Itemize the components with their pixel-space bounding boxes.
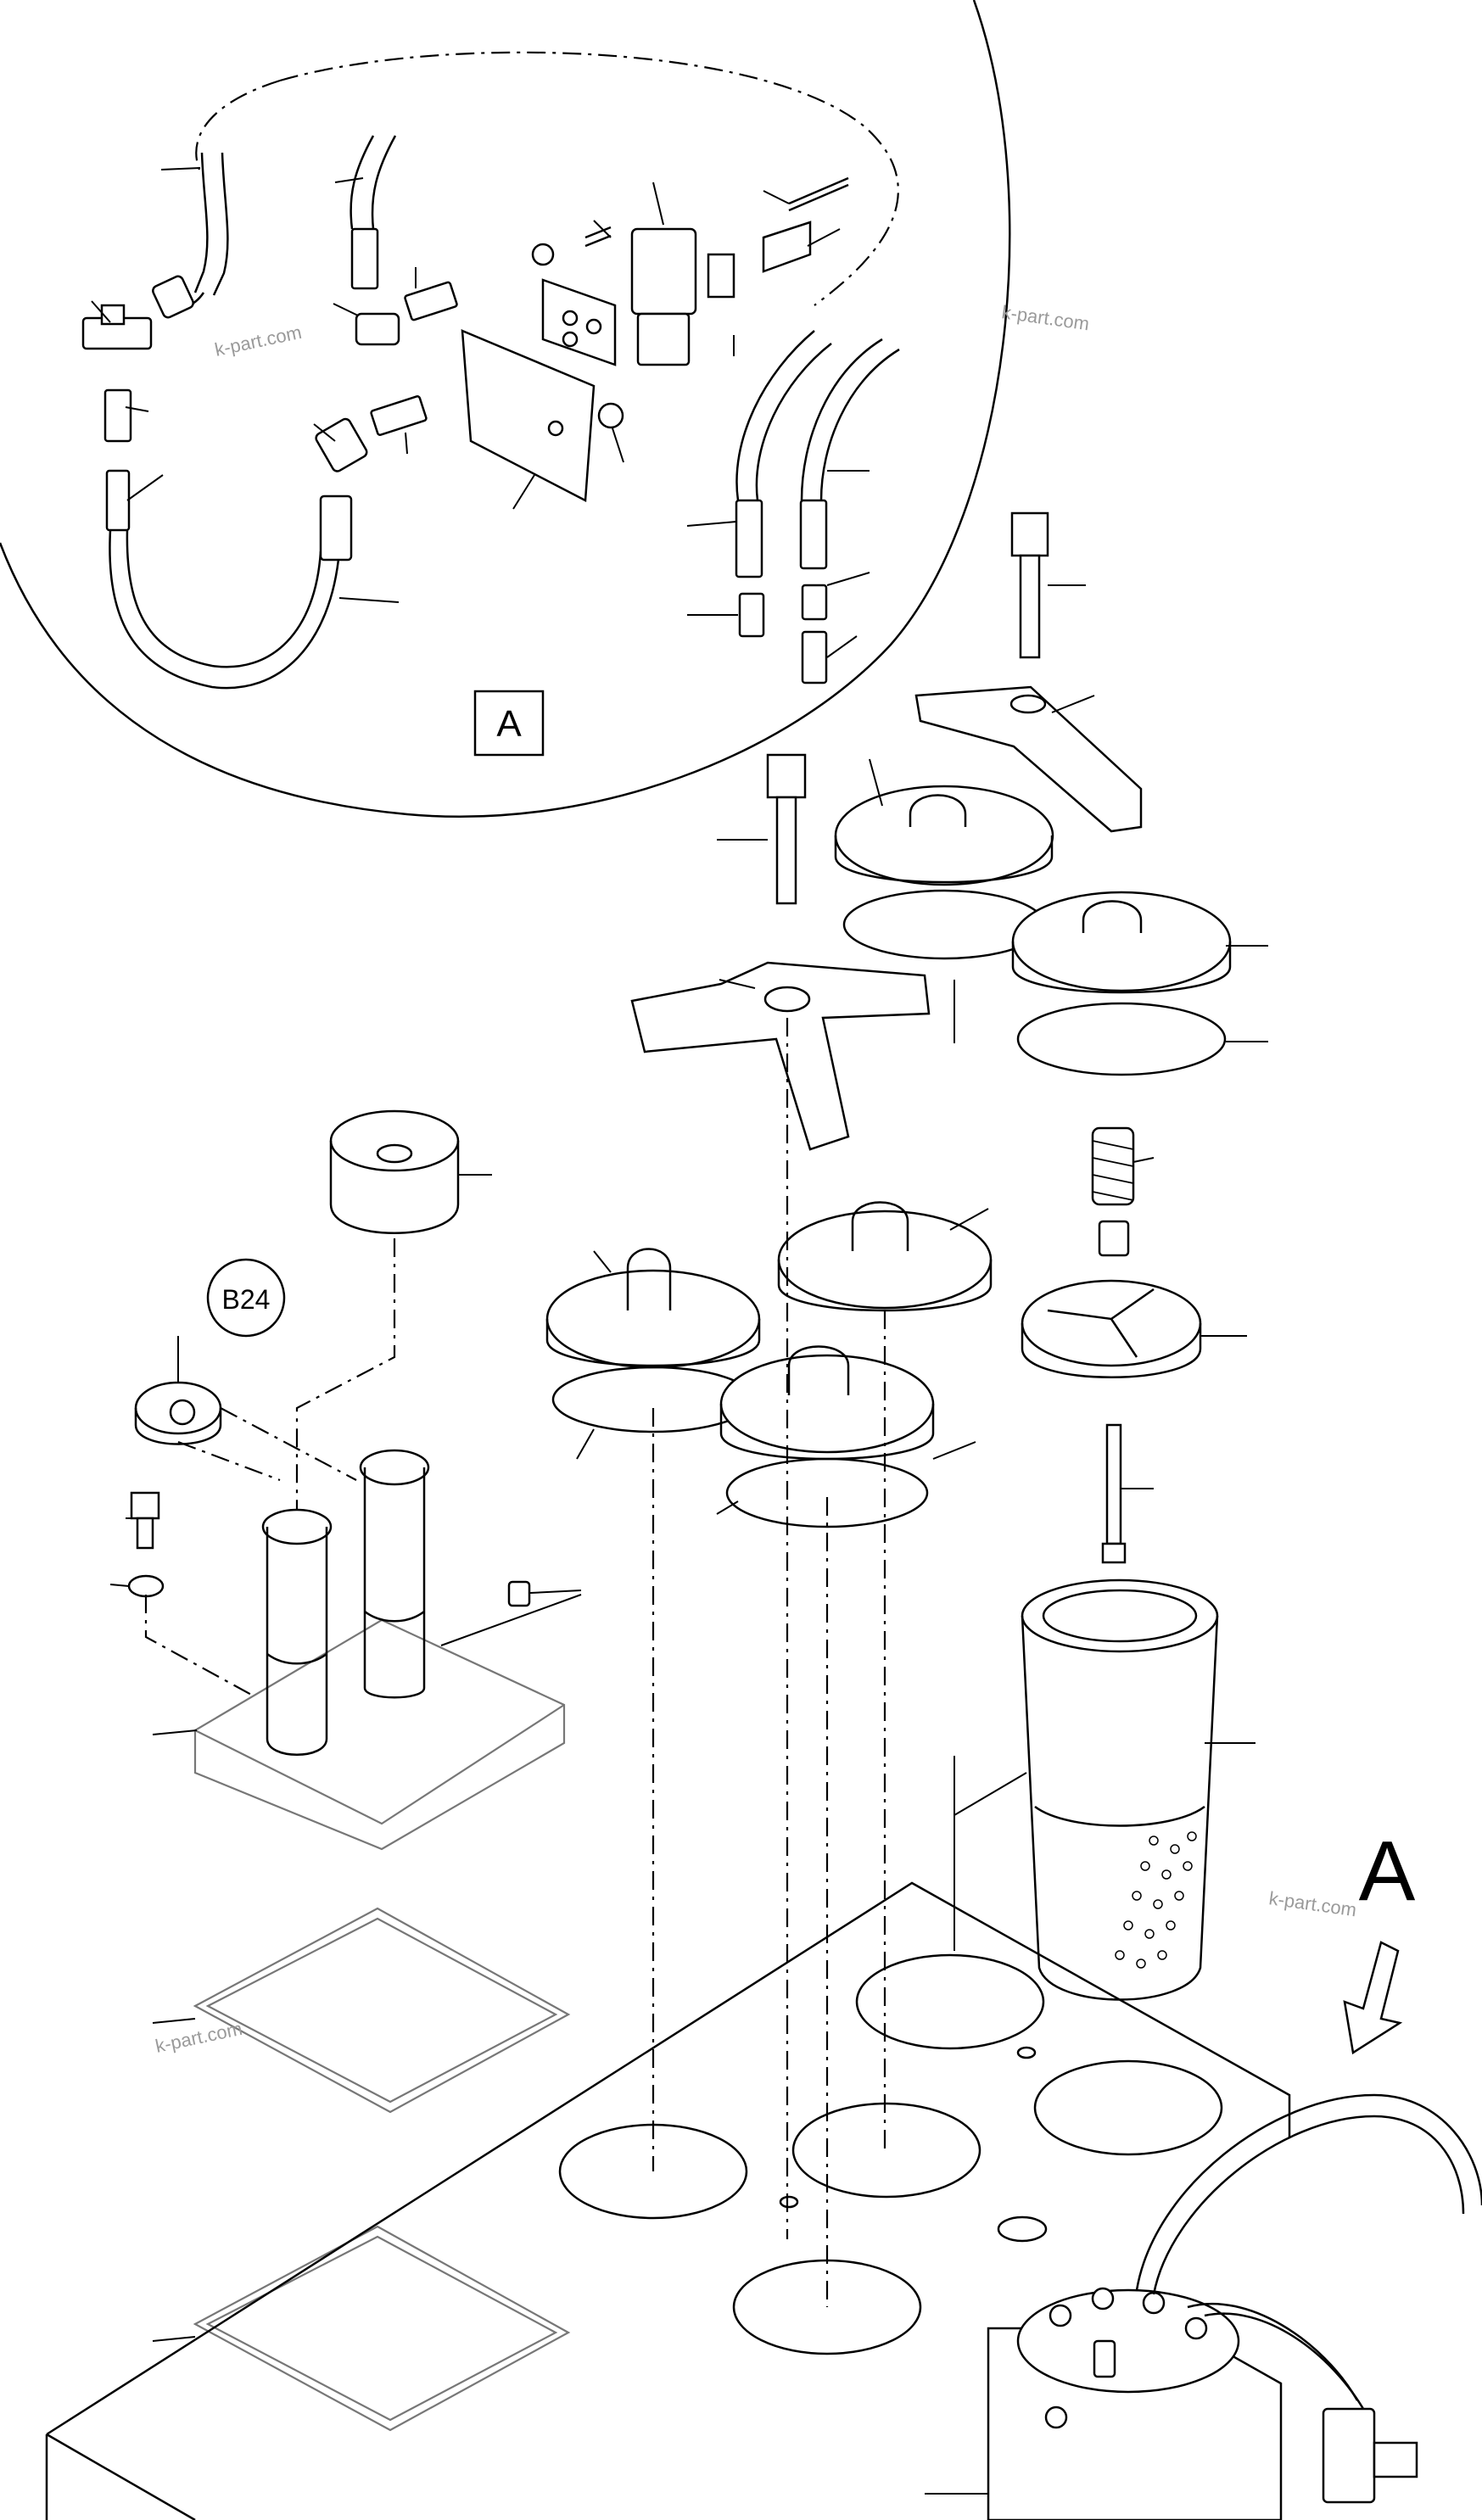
bolt-head-left xyxy=(766,753,807,799)
tank-port-4 xyxy=(791,2102,981,2199)
filter-cover-mid-left xyxy=(545,1248,761,1433)
upper-bolt-and-handle xyxy=(914,511,1143,833)
valve-block xyxy=(541,278,617,366)
mounting-plate xyxy=(461,329,596,502)
view-arrow xyxy=(1343,1941,1403,2055)
small-bolt-and-washer xyxy=(127,1491,165,1598)
cover-handle-center xyxy=(630,961,931,1151)
washer xyxy=(127,1574,165,1598)
gaskets xyxy=(193,1907,571,2432)
watermark: k-part.com xyxy=(1000,301,1090,334)
view-direction-arrow: A xyxy=(1343,1824,1416,2055)
view-arrow-label: A xyxy=(1359,1824,1416,1919)
cover-handle-upper xyxy=(914,685,1143,833)
lock-nut xyxy=(134,1381,222,1445)
cylinder-pair xyxy=(193,1449,566,1851)
detail-bubble-outline xyxy=(0,0,1011,818)
screw xyxy=(507,1580,531,1607)
alignment-lines xyxy=(144,1018,886,2307)
detail-a-label: A xyxy=(496,703,522,745)
elbow-fitting-lower xyxy=(315,417,368,472)
spider-retainer xyxy=(1021,1279,1202,1367)
filter-cover-mid-front xyxy=(719,1345,935,1528)
detail-a-label-box: A xyxy=(473,690,545,757)
detail-a-left-hose-assembly xyxy=(81,135,458,690)
pressure-switch xyxy=(630,227,697,316)
detail-a-bubble xyxy=(0,0,1011,818)
bolt-head-upper xyxy=(1010,511,1049,557)
hose-nut xyxy=(103,388,132,443)
filter-cover-top-center xyxy=(834,785,1054,960)
detail-a-valve-assembly xyxy=(461,176,849,502)
nut xyxy=(531,243,555,266)
connector-plug xyxy=(762,221,812,273)
left-bolt-and-handle xyxy=(630,753,931,1151)
spring-and-retainer xyxy=(1021,1126,1202,1564)
detail-bubble-dashed-boundary xyxy=(279,51,899,306)
tank-port-2 xyxy=(855,1953,1045,2050)
reference-circle: B24 xyxy=(206,1258,286,1338)
watermark: k-part.com xyxy=(1267,1887,1357,1920)
reference-circle-label: B24 xyxy=(222,1284,271,1315)
cylinder-cap xyxy=(329,1109,460,1234)
solenoid-valve xyxy=(1322,2407,1376,2504)
spacer xyxy=(1098,1220,1130,1257)
long-bolt xyxy=(1105,1423,1122,1545)
leader-lines xyxy=(91,167,1268,2495)
tank-port-3 xyxy=(1033,2059,1223,2156)
filter-cover-mid-center xyxy=(777,1201,993,1312)
watermark: k-part.com xyxy=(154,2018,244,2057)
detail-a-right-hose-assembly xyxy=(735,330,900,684)
filter-element xyxy=(1021,1578,1219,2001)
manifold-assembly xyxy=(987,2093,1482,2520)
filter-cover-top-right xyxy=(1011,891,1232,1076)
washer-nut xyxy=(597,402,624,429)
elbow-fitting xyxy=(152,275,194,319)
watermark: k-part.com xyxy=(213,321,304,360)
elbow-fitting-upper xyxy=(355,312,400,346)
